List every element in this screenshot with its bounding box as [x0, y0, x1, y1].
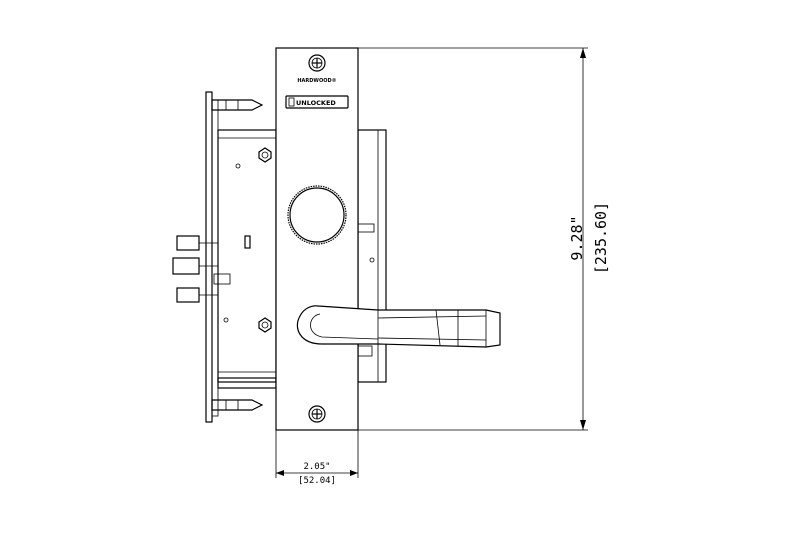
brand-label: HARDWOOD®: [297, 78, 336, 84]
body-screw-bottom: [258, 317, 272, 333]
latch-bolts: [172, 235, 231, 303]
body-hole: [235, 163, 241, 169]
lever-handle: [296, 305, 501, 348]
width-mm: [52.04]: [298, 476, 336, 486]
unlocked-indicator: UNLOCKED: [285, 95, 349, 109]
body-screw-top: [258, 147, 272, 163]
mounting-screw-bottom: [211, 399, 264, 411]
height-inches: 9.28": [568, 215, 586, 260]
body-slot: [244, 235, 251, 249]
body-hole: [223, 317, 229, 323]
width-inches: 2.05": [303, 462, 330, 472]
height-mm: [235.60]: [592, 202, 610, 274]
lock-body: [205, 91, 277, 423]
height-dimension: 9.28" [235.60]: [358, 47, 610, 431]
width-dimension: 2.05" [52.04]: [275, 430, 359, 486]
mounting-screw-top: [211, 99, 264, 111]
faceplate-screw-top: [308, 54, 326, 72]
cylinder-knob: [287, 185, 347, 245]
indicator-label: UNLOCKED: [296, 99, 336, 107]
faceplate-screw-bottom: [308, 405, 326, 423]
